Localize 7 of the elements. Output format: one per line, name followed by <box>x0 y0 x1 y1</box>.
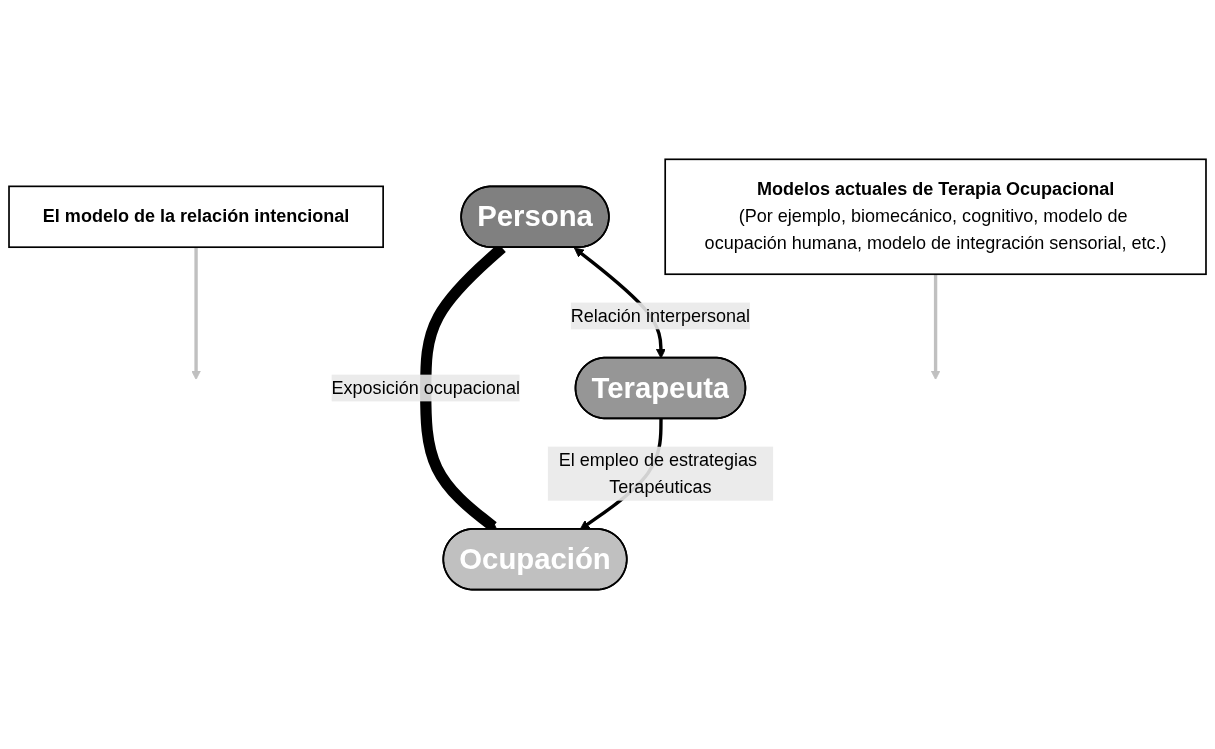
node-box: Modelos actuales de Terapia Ocupacional (Por ejemplo, biomecánico, cognitivo, modelo de ocupación humana, modelo de integración sensorial, etc.) <box>664 158 1207 276</box>
edge-label: Relación interpersonal <box>570 305 751 325</box>
edge-label: Exposición ocupacional <box>331 377 520 398</box>
node-box: El modelo de la relación intencional <box>8 185 384 249</box>
arrow <box>930 274 941 380</box>
edge-label: El empleo de estrategias Terapéuticas <box>558 449 758 497</box>
arrow <box>191 247 202 380</box>
